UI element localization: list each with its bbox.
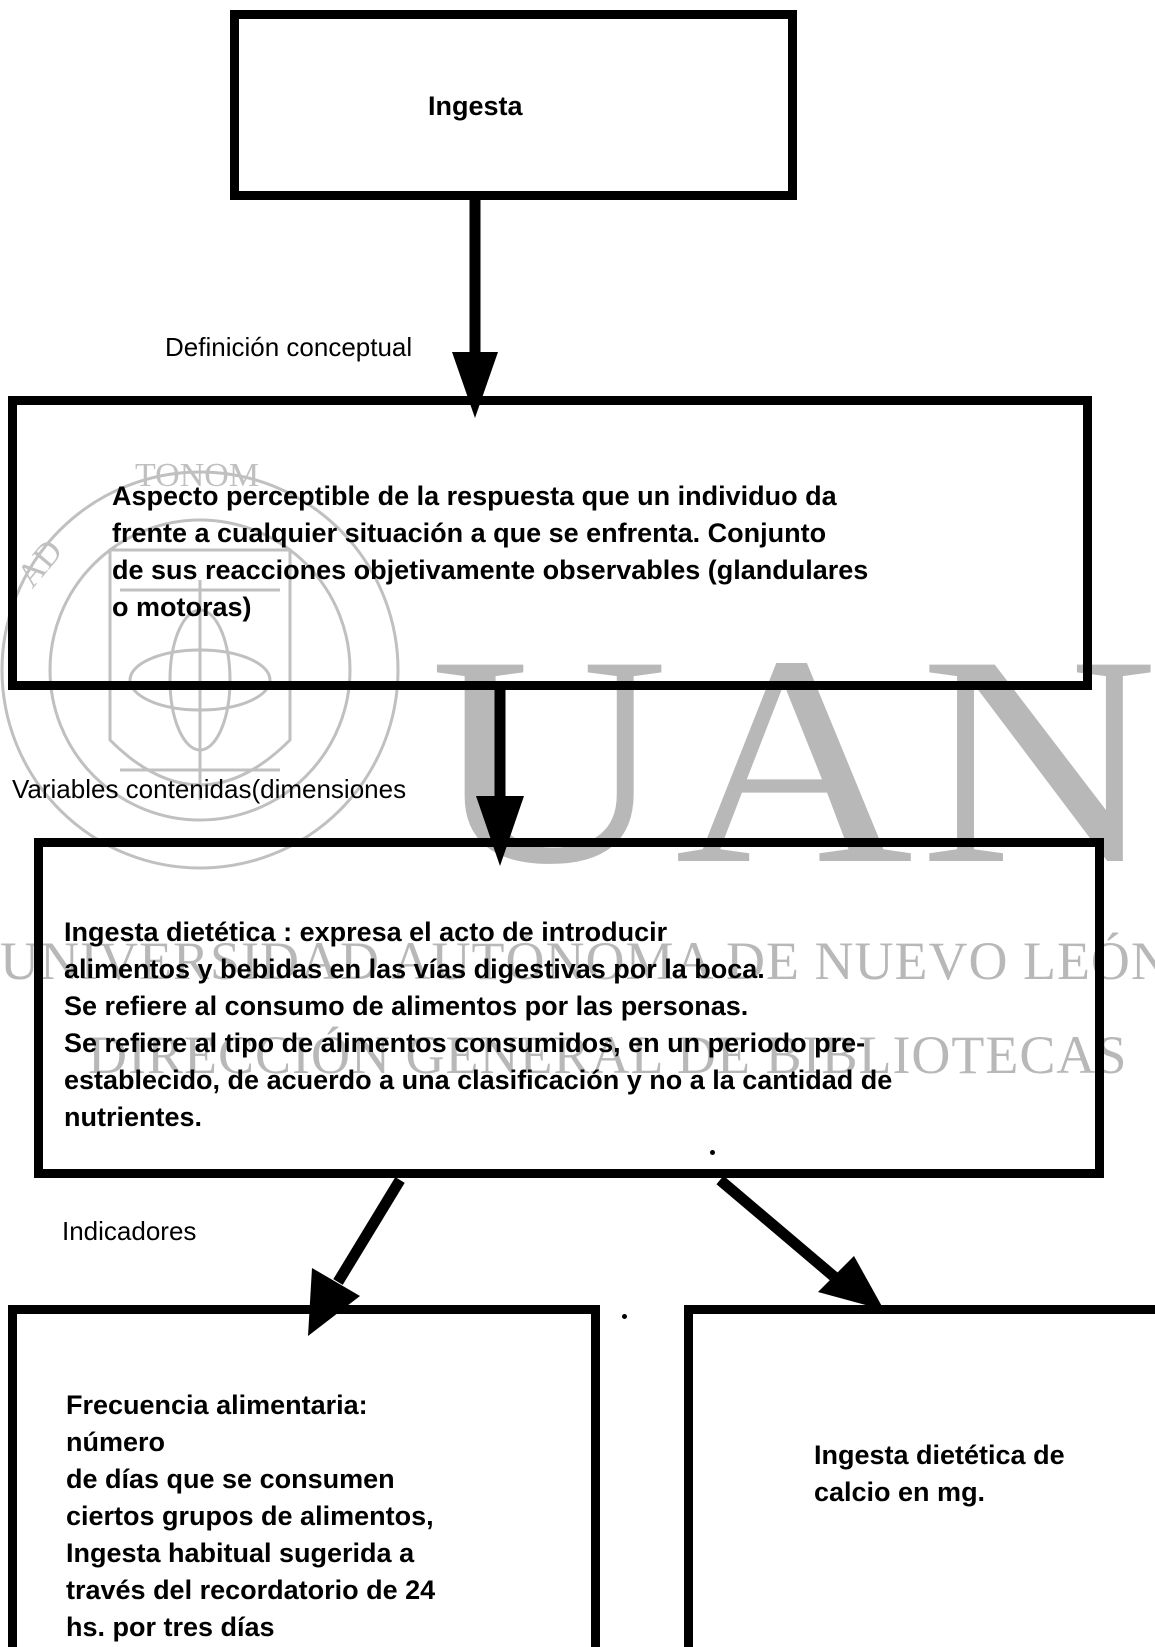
- definition-box: [8, 396, 1092, 690]
- arrow-head-calcium: [818, 1256, 884, 1310]
- definition-text: Aspecto perceptible de la respuesta que …: [112, 481, 869, 622]
- calcium-indicator-text: Ingesta dietética de calcio en mg.: [814, 1440, 1065, 1507]
- variables-text: Ingesta dietética : expresa el acto de i…: [64, 917, 893, 1132]
- definition-label: Definición conceptual: [165, 332, 413, 362]
- watermark-uanl: UANL: [430, 594, 1155, 926]
- arrow-head-definition: [452, 352, 498, 418]
- frequency-indicator-text: Frecuencia alimentaria: número de días q…: [66, 1390, 436, 1642]
- watermark-university-name: UNIVERSIDAD AUTÓNOMA DE NUEVO LEÓN: [0, 931, 1155, 991]
- arrow-head-frequency: [308, 1268, 360, 1336]
- arrow-head-variables: [476, 796, 524, 866]
- watermark-library-name: DIRECCIÓN GENERAL DE BIBLIOTECAS: [88, 1025, 1128, 1085]
- stray-dot: [622, 1314, 627, 1319]
- frequency-indicator-box: [8, 1305, 600, 1647]
- ingesta-box: [230, 10, 797, 200]
- arrow-variables-to-frequency: [333, 1177, 405, 1285]
- svg-text:TONOM: TONOM: [135, 457, 259, 494]
- ingesta-title: Ingesta: [428, 91, 523, 121]
- variables-label: Variables contenidas(dimensiones: [12, 774, 407, 804]
- arrow-variables-to-calcium: [716, 1175, 842, 1285]
- variables-box: [34, 838, 1104, 1178]
- calcium-indicator-box: [684, 1305, 1155, 1647]
- university-seal-watermark: TONOM AD: [0, 457, 400, 870]
- stray-dot: [710, 1150, 715, 1155]
- indicators-label: Indicadores: [62, 1216, 197, 1246]
